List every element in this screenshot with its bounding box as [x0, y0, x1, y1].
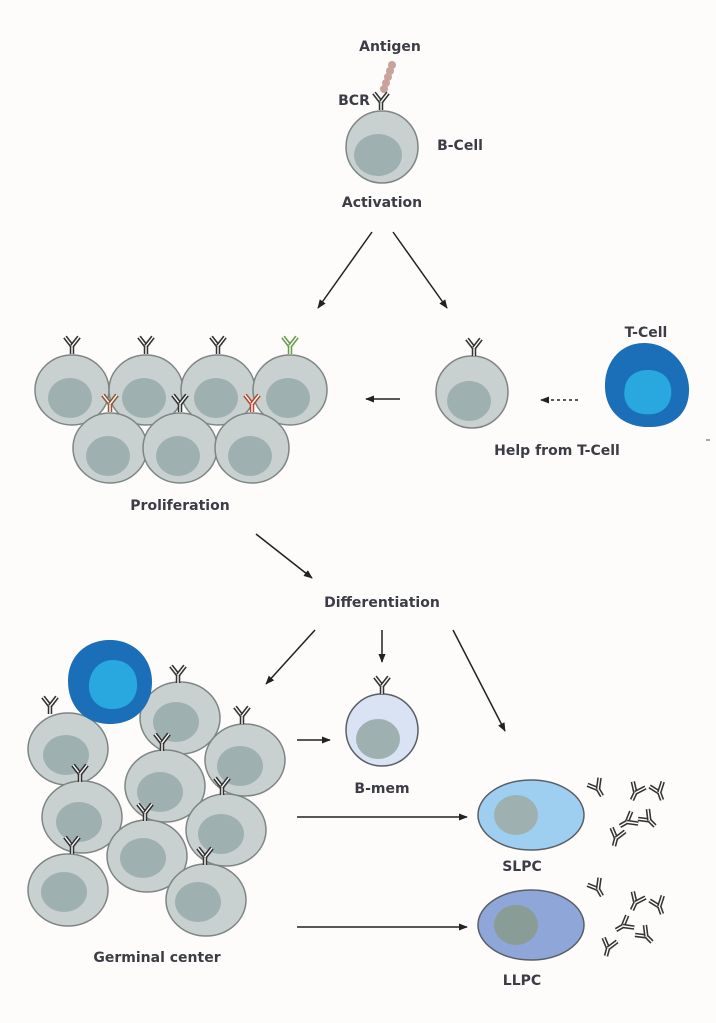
secreted-antibodies-slpc — [587, 778, 668, 848]
antibody-y-icon — [283, 337, 297, 354]
proliferation-label: Proliferation — [130, 498, 229, 514]
antibody-y-icon — [65, 337, 79, 354]
t-cell — [604, 342, 690, 428]
b-cell-label: B-Cell — [437, 138, 483, 154]
helped-b-cell — [435, 355, 509, 429]
germinal-center-cell — [139, 681, 221, 755]
antibody-y-icon — [43, 697, 57, 714]
arrow-icon — [265, 629, 316, 685]
germinal-center-cell — [185, 793, 267, 867]
arrow-icon — [317, 231, 373, 309]
memory-b-cell — [345, 693, 419, 767]
antibody-y-icon — [375, 677, 389, 694]
germinal-center-cell — [27, 853, 109, 927]
bcr-receptor-icon — [374, 93, 388, 110]
arrow-icon — [392, 231, 448, 309]
secreted-antibodies-llpc — [587, 878, 668, 958]
antibody-y-icon — [139, 337, 153, 354]
antibody-y-icon — [467, 339, 481, 356]
antigen-chain-icon — [380, 61, 396, 93]
slpc-cell — [477, 779, 585, 851]
proliferating-cell — [72, 412, 148, 484]
arrow-icon — [452, 629, 506, 732]
germinal-center-cell — [27, 712, 109, 786]
proliferating-cell — [180, 354, 256, 426]
antigen-label: Antigen — [359, 39, 421, 55]
activation-label: Activation — [342, 195, 422, 211]
germinal-center-t-cell — [68, 640, 152, 725]
arrow-icon — [255, 533, 313, 579]
llpc-label: LLPC — [503, 973, 541, 989]
slpc-label: SLPC — [502, 859, 542, 875]
llpc-cell — [477, 889, 585, 961]
proliferating-cell — [252, 354, 328, 426]
germinal-center-cell — [165, 863, 247, 937]
proliferating-cell — [142, 412, 218, 484]
germinal-center-cell — [41, 780, 123, 854]
germinal-center-cell — [106, 819, 188, 893]
proliferating-cell — [34, 354, 110, 426]
b-cell — [345, 110, 419, 184]
t-cell-label: T-Cell — [625, 325, 668, 341]
help-from-t-cell-label: Help from T-Cell — [494, 443, 620, 459]
bcr-label: BCR — [338, 93, 370, 109]
antibody-y-icon — [171, 666, 185, 683]
germinal-center-cell — [204, 723, 286, 797]
proliferating-cell — [214, 412, 290, 484]
b-mem-label: B-mem — [354, 781, 409, 797]
antibody-y-icon — [235, 707, 249, 724]
germinal-center-cell — [124, 749, 206, 823]
differentiation-label: Differentiation — [324, 595, 440, 611]
antibody-y-icon — [211, 337, 225, 354]
germinal-center-label: Germinal center — [93, 950, 220, 966]
